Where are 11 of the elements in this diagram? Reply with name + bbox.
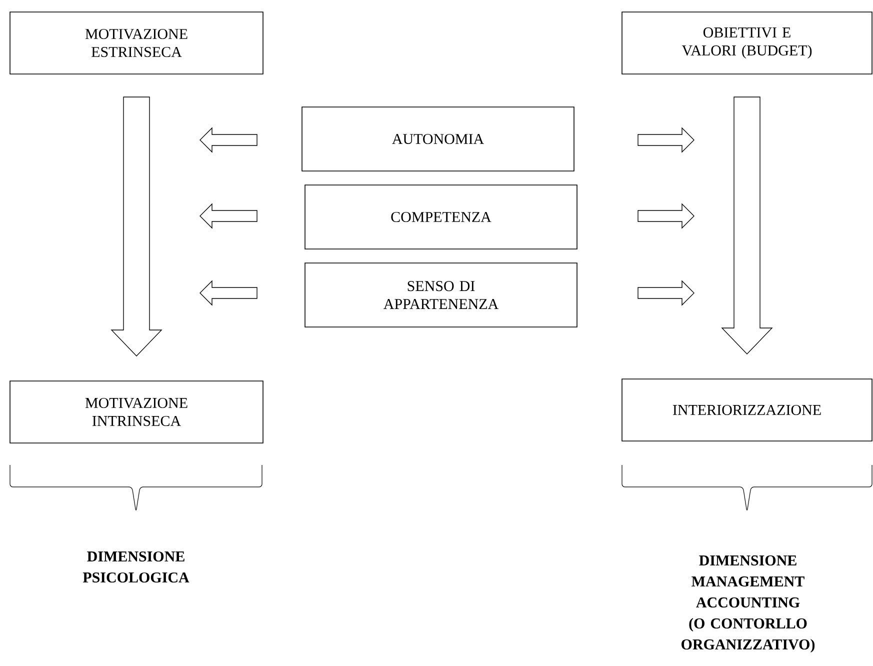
process-box: COMPETENZA [304,184,578,250]
process-box: OBIETTIVI E VALORI (BUDGET) [622,12,872,74]
process-box: AUTONOMIA [302,106,574,172]
process-box: MOTIVAZIONE ESTRINSECA [10,12,264,74]
dimension-label: DIMENSIONE MANAGEMENT ACCOUNTING (O CONTORLLO ORGANIZZATIVO) [682,555,815,653]
process-box: INTERIORIZZAZIONE [622,378,872,442]
block-arrow [110,96,162,356]
process-box: SENSO DI APPARTENENZA [304,262,578,328]
block-arrow [721,96,773,354]
process-box: MOTIVAZIONE INTRINSECA [10,380,264,444]
dimension-label: DIMENSIONE PSICOLOGICA [82,551,190,583]
